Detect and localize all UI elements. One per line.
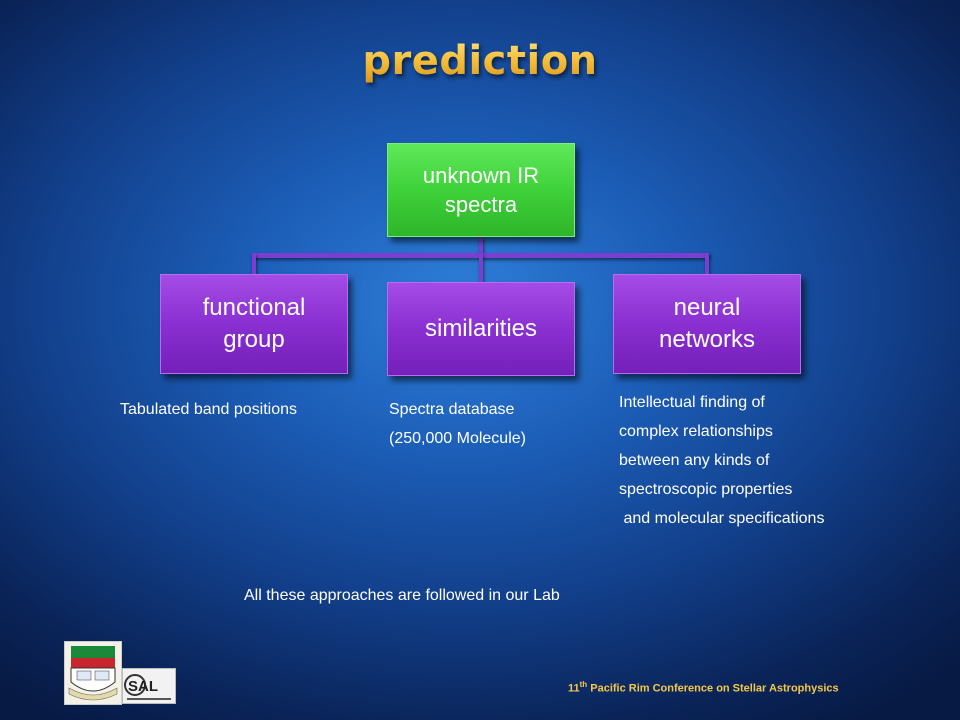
summary-text: All these approaches are followed in our… xyxy=(244,587,560,604)
note-line: Intellectual finding of xyxy=(619,394,765,411)
connector-trunk xyxy=(479,237,483,255)
university-crest-logo xyxy=(64,641,122,705)
sal-logo-icon: SAL xyxy=(124,674,171,700)
slide-title: prediction xyxy=(0,38,960,84)
node-functional-group: functional group xyxy=(160,274,348,374)
note-neural-networks: Intellectual finding of complex relation… xyxy=(619,388,824,533)
note-line: between any kinds of xyxy=(619,452,770,469)
note-line: spectroscopic properties xyxy=(619,481,793,498)
connector-right xyxy=(705,253,709,275)
node-label: unknown IR spectra xyxy=(422,163,540,217)
node-label: similarities xyxy=(424,315,537,342)
note-line: and molecular specifications xyxy=(619,510,825,527)
node-label: functional group xyxy=(202,294,306,353)
note-line: (250,000 Molecule) xyxy=(389,430,526,447)
conference-rest: Pacific Rim Conference on Stellar Astrop… xyxy=(587,682,839,695)
node-unknown-ir-spectra: unknown IR spectra xyxy=(387,143,575,237)
note-similarities: Spectra database (250,000 Molecule) xyxy=(389,395,526,453)
connector-middle xyxy=(479,253,483,283)
node-neural-networks: neural networks xyxy=(613,274,801,374)
node-similarities: similarities xyxy=(387,282,575,376)
connector-left xyxy=(252,253,256,275)
conference-sup: th xyxy=(579,680,588,689)
note-line: complex relationships xyxy=(619,423,773,440)
node-label: neural networks xyxy=(658,294,756,353)
note-line: Spectra database xyxy=(389,401,515,418)
sal-lab-logo: SAL xyxy=(122,668,176,704)
crest-icon xyxy=(68,646,118,701)
sal-logo-text: SAL xyxy=(128,678,158,695)
conference-num: 11 xyxy=(568,682,580,695)
note-functional-group: Tabulated band positions xyxy=(120,401,298,418)
conference-footer: 11th Pacific Rim Conference on Stellar A… xyxy=(568,680,839,695)
